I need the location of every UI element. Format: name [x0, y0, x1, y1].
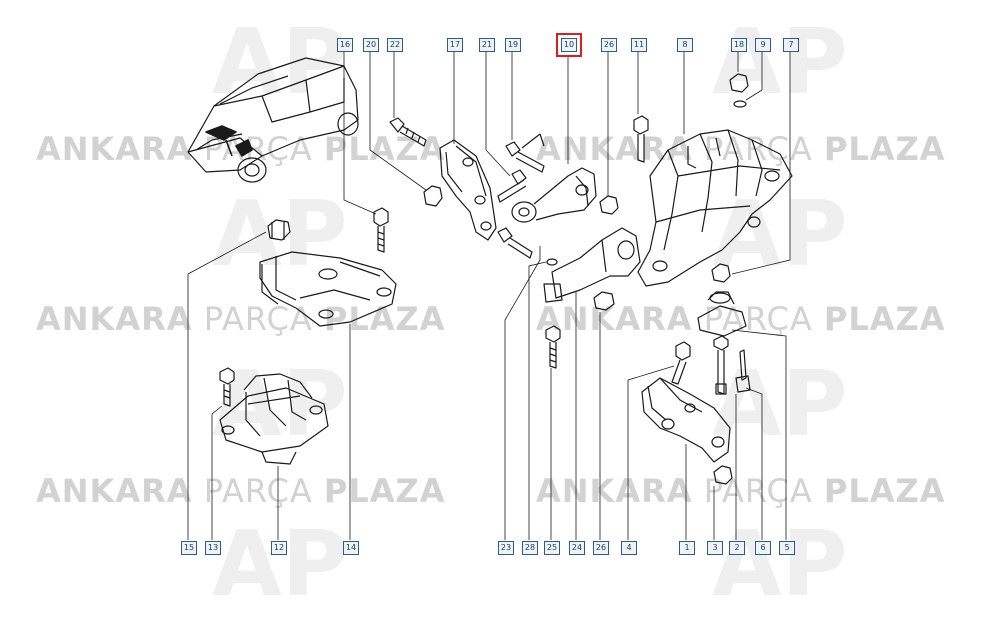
watermark-text: ANKARA PARÇA PLAZA [536, 300, 946, 338]
gearbox-bracket-8 [637, 129, 793, 287]
ref-label-19[interactable]: 19 [505, 38, 521, 52]
ref-label-9[interactable]: 9 [755, 38, 771, 52]
nut-26-bottom [593, 291, 615, 311]
bolt-6 [735, 349, 751, 393]
ref-label-4[interactable]: 4 [621, 541, 637, 555]
nut-18 [729, 73, 749, 93]
bolt-19 [505, 133, 545, 173]
ref-label-8[interactable]: 8 [677, 38, 693, 52]
nut-26-top [599, 195, 619, 215]
bolt-22 [389, 117, 427, 147]
bolt-23 [497, 227, 533, 259]
watermark-text: ANKARA PARÇA PLAZA [36, 472, 446, 510]
ref-label-16[interactable]: 16 [337, 38, 353, 52]
bracket-17 [439, 139, 497, 241]
nut-3 [713, 465, 733, 485]
ref-label-23[interactable]: 23 [498, 541, 514, 555]
ref-label-24[interactable]: 24 [569, 541, 585, 555]
bolt-13 [219, 367, 235, 407]
watermark-logo: AP [712, 10, 848, 115]
watermark-text: ANKARA PARÇA PLAZA [36, 300, 446, 338]
ref-label-26-bottom[interactable]: 26 [593, 541, 609, 555]
rubber-mount-5 [697, 291, 747, 337]
bolt-21 [497, 169, 527, 203]
ref-label-3[interactable]: 3 [707, 541, 723, 555]
watermark-logo: AP [712, 512, 848, 617]
ref-label-17[interactable]: 17 [447, 38, 463, 52]
bolt-11 [633, 115, 649, 163]
bracket-1 [641, 377, 731, 463]
watermark-logo: AP [712, 352, 848, 457]
watermark-text: ANKARA PARÇA PLAZA [536, 472, 946, 510]
washer-28 [546, 258, 558, 266]
bolt-4 [671, 341, 691, 385]
engine-mount-12 [219, 373, 329, 465]
ref-label-7[interactable]: 7 [783, 38, 799, 52]
diagram-canvas: AP AP AP AP AP AP AP AP ANKARA PARÇA PLA… [36, 10, 946, 610]
watermark-logo: AP [212, 182, 348, 287]
ref-label-26[interactable]: 26 [601, 38, 617, 52]
watermark-logo: AP [212, 512, 348, 617]
bolt-25 [543, 283, 563, 369]
ref-label-10-highlighted[interactable]: 10 [556, 33, 582, 57]
ref-label-2[interactable]: 2 [729, 541, 745, 555]
ref-label-18[interactable]: 18 [731, 38, 747, 52]
ref-label-28[interactable]: 28 [522, 541, 538, 555]
torque-rod-10 [511, 167, 597, 223]
ref-label-14[interactable]: 14 [343, 541, 359, 555]
leader-lines [187, 50, 791, 540]
ref-label-21[interactable]: 21 [479, 38, 495, 52]
lower-rod-24 [551, 227, 641, 299]
ref-label-25[interactable]: 25 [544, 541, 560, 555]
ref-label-20[interactable]: 20 [363, 38, 379, 52]
ref-label-12[interactable]: 12 [271, 541, 287, 555]
nut-7 [711, 263, 731, 283]
bolt-2 [713, 335, 729, 395]
ref-label-13[interactable]: 13 [205, 541, 221, 555]
ref-label-22[interactable]: 22 [387, 38, 403, 52]
parts-drawing [187, 50, 793, 540]
car-illustration [187, 57, 359, 183]
ref-label-5[interactable]: 5 [779, 541, 795, 555]
watermark-text: ANKARA PARÇA PLAZA [536, 130, 946, 168]
nut-15 [267, 219, 291, 241]
watermark-logo: AP [712, 182, 848, 287]
bolt-16 [373, 207, 389, 253]
nut-20 [423, 185, 443, 207]
ref-label-15[interactable]: 15 [181, 541, 197, 555]
ref-label-1[interactable]: 1 [679, 541, 695, 555]
washer-9 [733, 100, 747, 108]
ref-label-11[interactable]: 11 [631, 38, 647, 52]
ref-label-6[interactable]: 6 [755, 541, 771, 555]
bracket-14 [259, 251, 397, 327]
